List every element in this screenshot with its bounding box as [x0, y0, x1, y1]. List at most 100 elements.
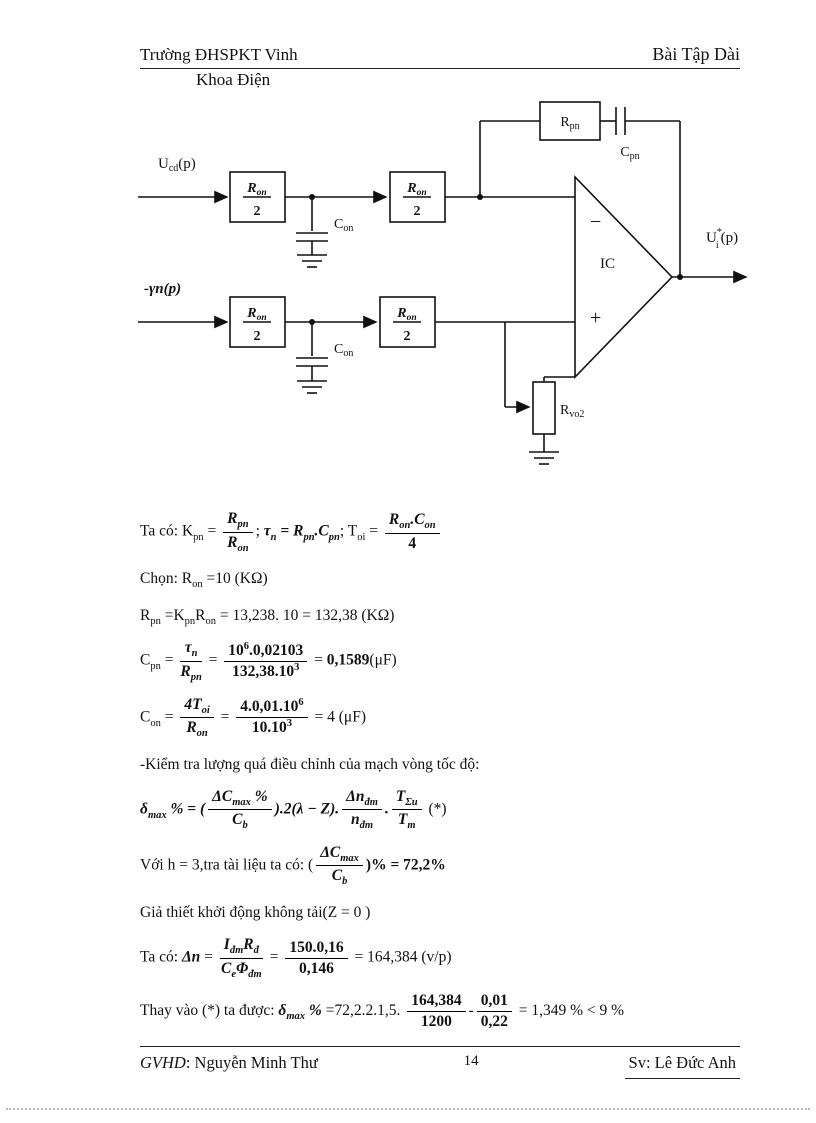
formula-token: pn — [328, 531, 340, 543]
formula-token: 0,1589 — [326, 652, 370, 670]
formula-token: b — [242, 820, 248, 832]
formula-token: Với h = 3,tra tài liệu ta có: ( — [140, 856, 314, 874]
fraction: 4.0,01.106 10.103 — [236, 697, 308, 737]
formula-token: pn — [150, 661, 161, 673]
formula-token: n — [191, 648, 198, 660]
formula-token: on — [196, 728, 208, 740]
formula-token: 4.0,01.10 — [240, 698, 299, 716]
formula-token: δ — [278, 1002, 287, 1020]
formula-token: = — [365, 522, 382, 540]
feedback-branch — [479, 101, 681, 277]
formula-token: = — [265, 948, 283, 966]
formula-token: pn — [190, 672, 202, 684]
formula-token: max — [232, 796, 251, 808]
formula-token: pn — [193, 531, 204, 543]
formula-token: đ — [253, 945, 259, 957]
ucd-input-label: Ucd(p) — [158, 156, 196, 174]
formula-token: = — [160, 652, 178, 670]
svg-text:2: 2 — [404, 329, 411, 344]
formula-token: =72,2.2.1,5. — [321, 1002, 405, 1020]
gamma-n-input-label: -γn(p) — [144, 281, 181, 297]
formula-token: % — [305, 1002, 322, 1020]
advisor-name: : Nguyễn Minh Thư — [185, 1053, 318, 1072]
con-label-2: Con — [334, 342, 353, 359]
formula-token: Σu — [405, 796, 418, 808]
formula-token: 10.10 — [251, 719, 287, 737]
cpn-label: Cpn — [620, 145, 639, 162]
fraction: 150.0,16 0,146 — [285, 938, 348, 978]
formula-token: I — [223, 935, 230, 953]
formula-token: e — [231, 968, 236, 980]
formula-token: . — [384, 800, 389, 818]
formula-token: % = ( — [166, 800, 206, 818]
formula-token: Giả thiết khởi động không tải(Z = 0 ) — [140, 904, 371, 922]
fraction: ΔCmax % Cb — [208, 788, 272, 832]
department-name: Khoa Điện — [196, 70, 271, 89]
formula-token: R — [227, 510, 238, 527]
formula-token: b — [342, 876, 348, 888]
formula-token: 10 — [228, 642, 244, 660]
page-header: Trường ĐHSPKT Vinh Bài Tập Dài Khoa Điện — [0, 0, 816, 90]
formula-token: on — [205, 615, 217, 627]
formula-token: T — [395, 787, 406, 805]
formula-token: R — [186, 719, 197, 737]
formula-token: 3 — [286, 718, 292, 730]
formula-token: Φ — [236, 959, 249, 977]
formula-token: pn — [237, 519, 249, 531]
formula-token: C — [232, 811, 243, 829]
formula-token: max — [340, 852, 359, 864]
formula-token: (μF) — [369, 652, 397, 670]
ron-box-label-1: Ron 2 — [243, 181, 271, 219]
formula-token: 0,146 — [299, 959, 334, 977]
advisor-label: GVHD — [140, 1053, 186, 1072]
formula-token: -Kiểm tra lượng quá điều chỉnh của mạch … — [140, 755, 480, 773]
formula-token: .C — [410, 511, 425, 529]
formula-token: on — [192, 579, 203, 591]
page-footer: GVHD: Nguyễn Minh Thư 14 Sv: Lê Đức Anh — [140, 1046, 740, 1079]
ron-box-labels: Ron 2 Ron 2 Ron 2 Ron 2 — [243, 181, 431, 344]
formula-token: ).2(λ − Z). — [274, 800, 340, 818]
formula-token: 4T — [184, 695, 202, 713]
formula-token: % — [250, 787, 268, 805]
formula-token: )% = 72,2% — [365, 856, 446, 874]
opamp-plus-sign: + — [590, 307, 601, 329]
formula-token: ; T — [339, 522, 358, 540]
svg-text:Ron: Ron — [246, 181, 266, 198]
advisor-credit: GVHD: Nguyễn Minh Thư — [140, 1053, 318, 1073]
formula-token: =10 (KΩ) — [202, 570, 268, 588]
formula-token: 150.0,16 — [289, 938, 344, 956]
text-chon-ron: Chọn: Ron =10 (KΩ) — [140, 569, 760, 591]
formula-rpn-value: Rpn =KpnRon = 13,238. 10 = 132,38 (KΩ) — [140, 606, 760, 628]
formula-token: (*) — [424, 800, 447, 818]
formula-token: on — [150, 717, 161, 729]
formula-token: Δn — [181, 948, 201, 966]
formula-token: 6 — [298, 697, 304, 709]
junction-dots — [309, 194, 683, 325]
formula-token: oi — [357, 531, 366, 543]
formula-token: 0,22 — [480, 1012, 508, 1030]
formula-token: đm — [229, 945, 244, 957]
formula-token: on — [399, 520, 411, 532]
formula-token: T — [397, 811, 408, 829]
formula-token: pn — [303, 531, 315, 543]
formula-token: Thay vào (*) ta được: — [140, 1002, 279, 1020]
ground-symbol-1 — [296, 254, 328, 268]
svg-text:Ron: Ron — [246, 306, 266, 323]
formula-token: on — [424, 520, 436, 532]
formula-token: = — [200, 948, 217, 966]
formula-token: Chọn: R — [140, 570, 193, 588]
formula-token: 6 — [243, 641, 250, 652]
formula-token: R — [195, 606, 206, 624]
formula-token: oi — [201, 704, 210, 716]
formula-token: ΔC — [212, 787, 233, 805]
circuit-diagram: Ucd(p) -γn(p) Ron 2 Ron 2 Ron 2 Ron — [138, 101, 748, 465]
formula-token: R — [140, 606, 151, 624]
